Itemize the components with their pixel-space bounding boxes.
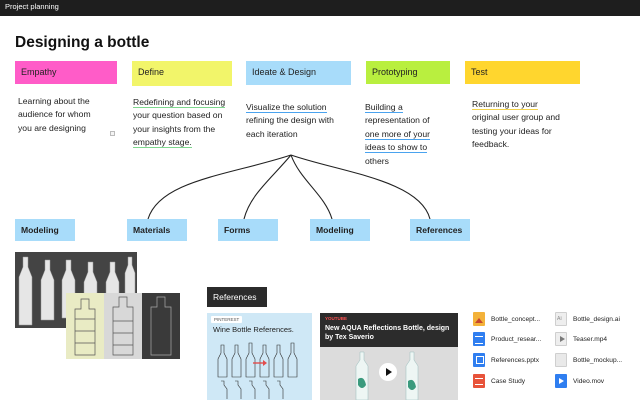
sticky-modeling[interactable]: Modeling	[15, 219, 75, 241]
file-name: References.pptx	[491, 356, 540, 364]
highlighted-text: one more of your	[365, 128, 430, 140]
text-line: representation of	[365, 115, 430, 126]
sticky-test[interactable]: Test	[465, 61, 580, 84]
define-description[interactable]: Redefining and focusing your question ba…	[133, 96, 226, 150]
file-item[interactable]: Bottle_concept...	[473, 311, 540, 327]
pinterest-reference-card[interactable]: PINTEREST Wine Bottle References.	[207, 313, 312, 400]
references-label[interactable]: References	[207, 287, 267, 307]
highlighted-text: Building a	[365, 102, 403, 113]
text-line: one more of your	[365, 128, 430, 141]
board-name[interactable]: Project planning	[5, 2, 59, 11]
text-line: others	[365, 155, 389, 166]
file-item[interactable]: Teaser.mp4	[555, 331, 607, 347]
broken-image-icon	[110, 131, 115, 136]
presentation-file-icon	[473, 353, 485, 367]
highlighted-text: ideas to show to	[365, 142, 428, 154]
image-file-icon	[473, 312, 485, 326]
wine-bottle-sketches	[217, 342, 298, 399]
card-title: Wine Bottle References.	[213, 325, 294, 334]
text-line: ideas to show to	[365, 141, 430, 154]
app-title-bar: Project planning	[0, 0, 640, 16]
highlighted-text: Returning to your	[472, 99, 538, 110]
file-name: Case Study	[491, 377, 526, 385]
file-item[interactable]: Product_resear...	[473, 331, 541, 347]
text-line: Returning to your	[472, 98, 560, 111]
text-line: Redefining and focusing	[133, 96, 226, 109]
sticky-references[interactable]: References	[410, 219, 470, 241]
sticky-prototyping[interactable]: Prototyping	[366, 61, 450, 84]
text-line: your question based on	[133, 110, 223, 121]
text-line: empathy stage.	[133, 136, 225, 149]
sticky-empathy[interactable]: Empathy	[15, 61, 117, 84]
highlighted-text: empathy stage.	[133, 137, 192, 149]
mockup-file-icon	[555, 353, 567, 367]
play-icon[interactable]	[379, 363, 397, 381]
file-name: Product_resear...	[491, 335, 542, 343]
prototyping-description[interactable]: Building a representation of one more of…	[365, 101, 430, 168]
text-line: Visualize the solution	[246, 101, 334, 114]
movie-file-icon	[555, 374, 567, 388]
highlighted-text: Redefining and focusing	[133, 97, 226, 108]
highlighted-text: Visualize the solution	[246, 102, 327, 113]
file-item[interactable]: Case Study	[473, 373, 525, 389]
file-item[interactable]: Bottle_mockup...	[555, 352, 622, 368]
bottle-wireframes-illustration	[66, 293, 180, 359]
ideate-description[interactable]: Visualize the solution refining the desi…	[246, 101, 334, 141]
pdf-file-icon	[473, 374, 485, 388]
text-line: each iteration	[246, 128, 298, 139]
sticky-modeling-2[interactable]: Modeling	[310, 219, 370, 241]
file-name: Bottle_design.ai	[573, 315, 620, 323]
text-line: refining the design with	[246, 115, 334, 126]
page-title[interactable]: Designing a bottle	[15, 34, 150, 51]
empathy-description[interactable]: Learning about the audience for whom you…	[18, 95, 91, 135]
youtube-video-card[interactable]: YOUTUBE New AQUA Reflections Bottle, des…	[320, 313, 458, 400]
document-file-icon	[473, 332, 485, 346]
text-line: testing your ideas for	[472, 125, 552, 136]
file-name: Teaser.mp4	[573, 335, 608, 343]
source-tag: PINTEREST	[211, 316, 243, 323]
connector-modeling[interactable]	[290, 154, 333, 220]
text-line: feedback.	[472, 139, 510, 150]
file-name: Bottle_mockup...	[573, 356, 623, 364]
sticky-materials[interactable]: Materials	[127, 219, 187, 241]
youtube-badge: YOUTUBE	[325, 316, 348, 321]
illustrator-file-icon	[555, 312, 567, 326]
video-file-icon	[555, 332, 567, 346]
text-line: your insights from the	[133, 123, 216, 134]
text-line: you are designing	[18, 122, 86, 133]
file-name: Video.mov	[573, 377, 605, 385]
test-description[interactable]: Returning to your original user group an…	[472, 98, 560, 152]
text-line: audience for whom	[18, 109, 91, 120]
sticky-define[interactable]: Define	[132, 61, 232, 86]
video-title: New AQUA Reflections Bottle, design by T…	[325, 325, 450, 341]
file-item[interactable]: References.pptx	[473, 352, 539, 368]
file-name: Bottle_concept...	[491, 315, 541, 323]
sticky-forms[interactable]: Forms	[218, 219, 278, 241]
file-item[interactable]: Video.mov	[555, 373, 604, 389]
connector-forms[interactable]	[243, 154, 292, 220]
text-line: Building a	[365, 101, 430, 114]
text-line: original user group and	[472, 112, 560, 123]
text-line: Learning about the	[18, 96, 90, 106]
connector-materials[interactable]	[147, 154, 292, 220]
file-item[interactable]: Bottle_design.ai	[555, 311, 620, 327]
bottle-wireframes-image[interactable]	[66, 293, 180, 359]
sticky-ideate-design[interactable]: Ideate & Design	[246, 61, 351, 85]
